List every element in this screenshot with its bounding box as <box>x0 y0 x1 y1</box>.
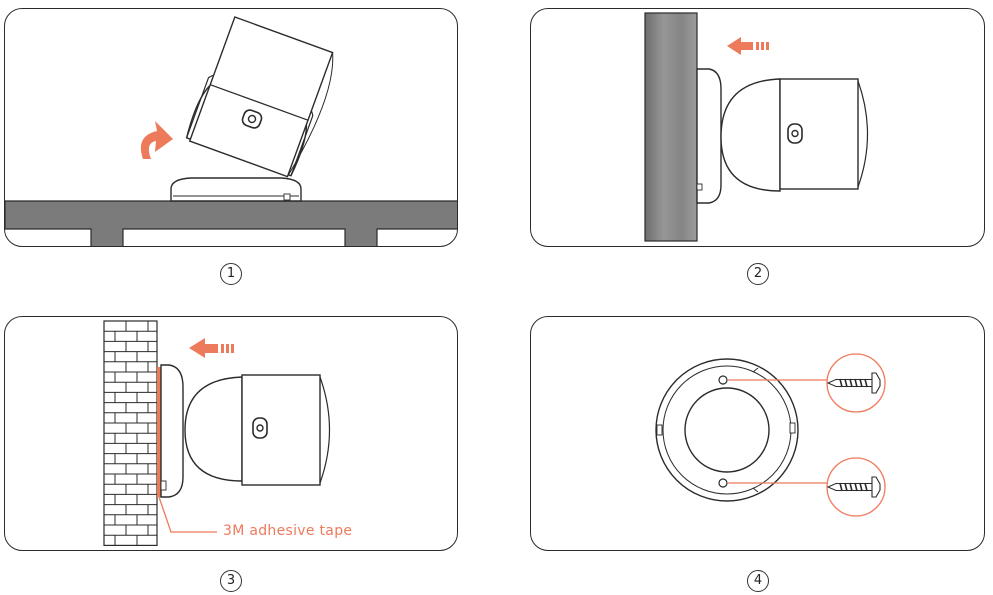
screw-icon <box>826 476 881 498</box>
tape-label: 3M adhesive tape <box>223 523 353 539</box>
rotate-arrow-icon <box>140 121 173 159</box>
step-3-illustration <box>103 320 331 546</box>
tape-leader-line <box>158 496 217 533</box>
step-number-4: 4 <box>747 570 769 592</box>
step-number-1: 1 <box>220 263 242 285</box>
screw-icon <box>826 372 881 394</box>
step-1-panel <box>4 8 458 247</box>
camera-ball <box>720 78 781 192</box>
screw-hole-bottom <box>718 478 728 488</box>
magnetic-base <box>170 177 302 202</box>
brick-wall <box>103 320 158 546</box>
camera-ball <box>184 376 243 482</box>
mount-base-center <box>684 387 770 473</box>
step-4-panel <box>530 316 985 551</box>
adhesive-tape <box>157 367 161 497</box>
push-arrow-icon <box>189 338 234 358</box>
magnetic-base <box>696 68 722 204</box>
mounting-surface <box>5 200 457 246</box>
step-number-2: 2 <box>747 263 769 285</box>
step-4-illustration <box>655 353 886 517</box>
step-1-illustration <box>5 16 457 246</box>
push-arrow-icon <box>727 37 769 55</box>
step-2-illustration <box>644 12 869 242</box>
magnetic-base <box>160 364 184 498</box>
step-2-panel <box>530 8 985 247</box>
camera-body-tilted <box>185 16 334 178</box>
step-number-3: 3 <box>220 570 242 592</box>
screw-hole-top <box>718 375 728 385</box>
metal-surface <box>644 12 698 242</box>
step-3-panel: 3M adhesive tape <box>4 316 458 551</box>
